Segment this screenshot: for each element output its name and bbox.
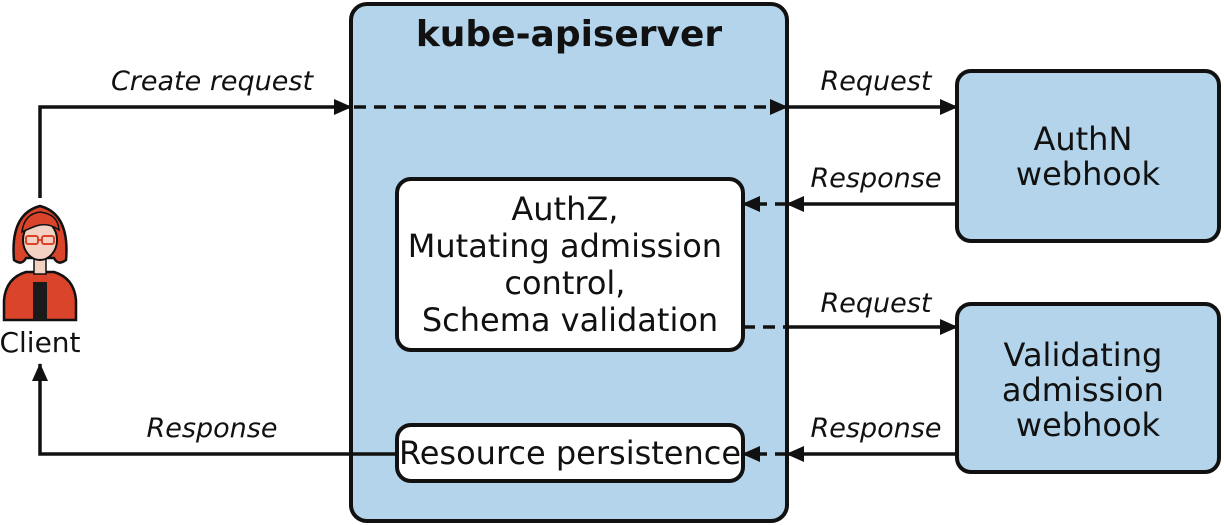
authn-response-label: Response [811,163,942,194]
validating-request-label: Request [821,288,933,319]
validating-response-label: Response [811,413,942,444]
authn-webhook-text: AuthN webhook [1016,120,1161,193]
client-response-label: Response [147,413,278,444]
internal-processing-box [395,177,745,352]
validating-line-3: webhook [1016,406,1161,444]
internal-line-3: control, [504,264,625,302]
validating-line-2: admission [1002,371,1164,409]
internal-line-2: Mutating admission [408,227,722,265]
create-request-label: Create request [111,66,315,97]
client-response-arrow [32,363,397,456]
validating-webhook-box [955,302,1221,474]
authn-line-2: webhook [1016,155,1161,193]
internal-line-1: AuthZ, [511,190,618,228]
internal-processing-text: AuthZ, Mutating admission control, Schem… [408,190,733,339]
create-request-arrow [38,99,352,198]
authn-webhook-box [955,69,1221,243]
validating-webhook-text: Validating admission webhook [1002,336,1174,444]
validating-line-1: Validating [1004,336,1163,374]
authn-line-1: AuthN [1033,120,1132,158]
internal-line-4: Schema validation [422,301,718,339]
client-avatar-icon [2,204,78,322]
apiserver-title: kube-apiserver [416,14,723,55]
authn-request-label: Request [821,66,933,97]
client-label: Client [0,326,81,359]
resource-persistence-text: Resource persistence [399,434,741,472]
